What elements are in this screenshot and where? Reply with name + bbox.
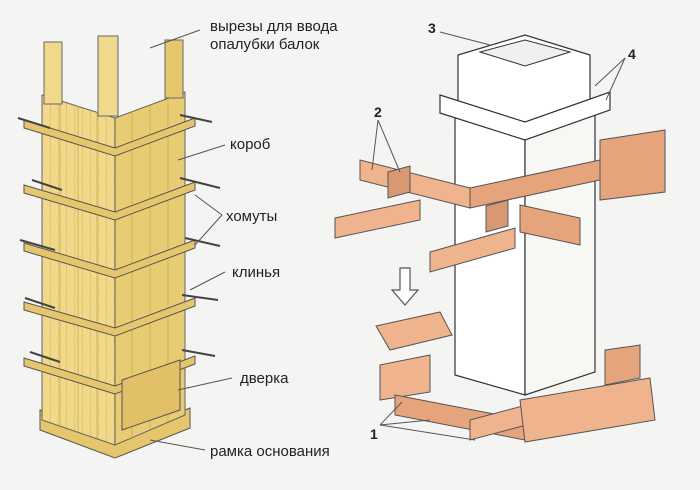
callout-number-1: 1 (370, 426, 378, 442)
clamps-group (23, 117, 196, 395)
callout-number-3: 3 (428, 20, 436, 36)
callout-number-2: 2 (374, 104, 382, 120)
label-cutouts-line2: опалубки балок (210, 36, 320, 53)
top-board-left (43, 41, 63, 105)
right-column-assembly (334, 34, 666, 443)
lower-timbers (375, 311, 656, 443)
label-clamps: хомуты (226, 208, 278, 225)
leader-lines-left (149, 29, 233, 451)
label-door: дверка (240, 370, 289, 387)
upper-timbers (334, 129, 666, 273)
callout-number-4: 4 (628, 46, 636, 62)
label-base-frame: рамка основания (210, 443, 330, 460)
metal-straps (17, 114, 221, 363)
top-board-mid (97, 35, 119, 117)
label-cutouts-line1: вырезы для ввода (210, 18, 338, 35)
top-collar (439, 91, 611, 141)
down-arrow-icon (390, 267, 420, 306)
label-wedges: клинья (232, 264, 281, 281)
column-side (524, 107, 596, 396)
leader-lines-right (371, 31, 626, 441)
top-box-opening (478, 39, 572, 67)
label-box: короб (230, 136, 271, 153)
top-board-right (164, 39, 184, 99)
door-panel (121, 359, 181, 431)
left-column-formwork (17, 35, 221, 459)
